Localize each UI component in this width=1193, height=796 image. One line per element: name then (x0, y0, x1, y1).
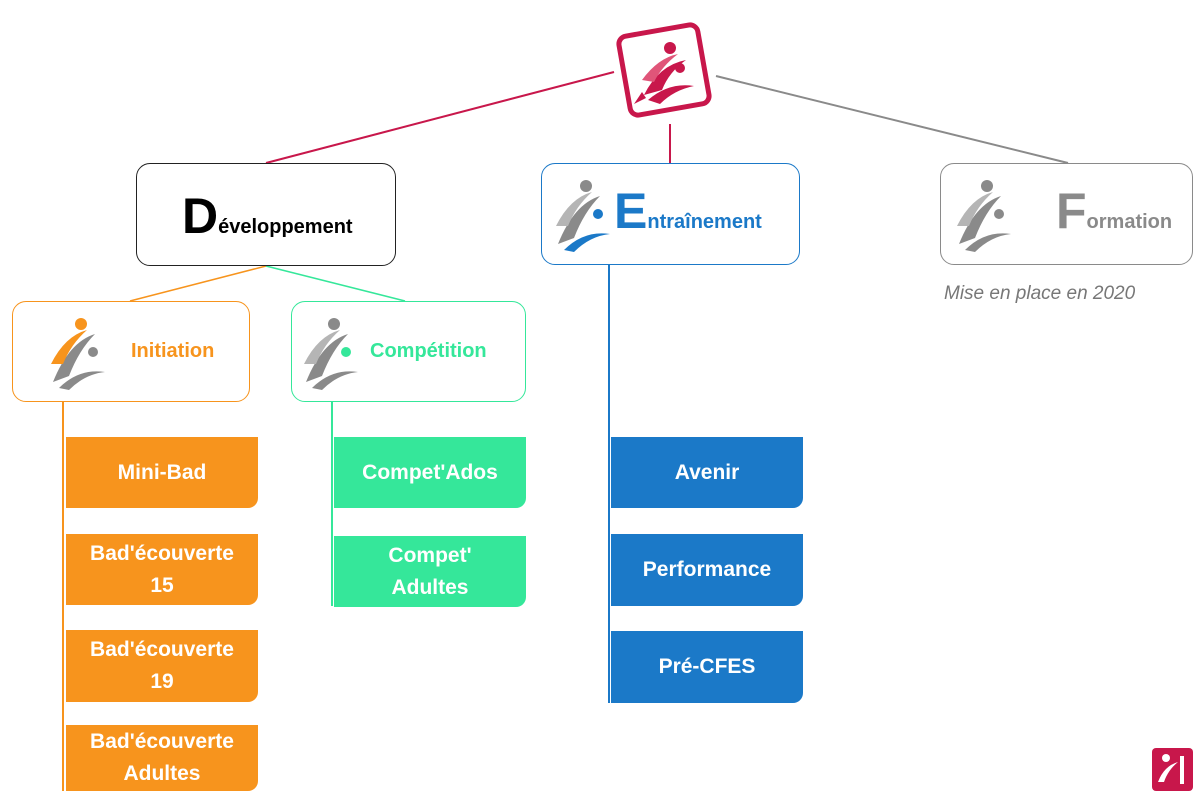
list-item: Compet' Adultes (334, 536, 526, 607)
initiation-title: Initiation (131, 340, 215, 362)
formation-note: Mise en place en 2020 (944, 283, 1136, 304)
list-item: Bad'écouverte 19 (66, 630, 258, 702)
node-competition: Compétition (291, 301, 526, 402)
list-item: Pré-CFES (611, 631, 803, 703)
player-icon (45, 314, 107, 395)
competition-title: Compétition (370, 340, 487, 362)
connector-developpement-initiation (129, 265, 267, 302)
title-rest: ormation (1086, 211, 1173, 233)
player-icon (550, 176, 612, 257)
list-item: Bad'écouverte 15 (66, 534, 258, 605)
connector-root-developpement (265, 71, 615, 164)
list-item: Compet'Ados (334, 437, 526, 508)
list-item: Performance (611, 534, 803, 606)
node-entrainement: Entraînement (541, 163, 800, 265)
item-line: 19 (150, 670, 174, 693)
formation-title: Formation (1056, 186, 1172, 236)
item-line: Compet' (388, 543, 472, 567)
item-line: Bad'écouverte (90, 638, 234, 661)
item-line: Performance (642, 558, 772, 581)
title-rest: éveloppement (218, 216, 353, 238)
item-line: Bad'écouverte (90, 730, 234, 753)
title-initial: D (182, 188, 219, 244)
item-line: Bad'écouverte (90, 541, 234, 565)
node-initiation: Initiation (12, 301, 250, 402)
item-line: Adultes (123, 762, 201, 785)
node-formation: Formation (940, 163, 1193, 265)
item-line: Avenir (674, 460, 740, 484)
item-line: 15 (150, 573, 174, 597)
entrainement-title: Entraînement (614, 186, 762, 236)
title-initial: E (614, 183, 648, 239)
list-item: Mini-Bad (66, 437, 258, 508)
list-item: Bad'écouverte Adultes (66, 725, 258, 791)
item-line: Adultes (391, 575, 469, 599)
badminton-player-logo-icon (616, 22, 712, 118)
item-line: Mini-Bad (117, 460, 207, 484)
list-item: Avenir (611, 437, 803, 508)
item-line: Compet'Ados (362, 460, 498, 484)
title-initial: F (1056, 183, 1087, 239)
root-logo (614, 20, 714, 120)
connector-root-formation (715, 75, 1069, 164)
player-icon (951, 176, 1013, 257)
developpement-title: Développement (182, 191, 353, 241)
title-rest: ntraînement (647, 211, 762, 233)
node-developpement: Développement (136, 163, 396, 266)
player-icon (298, 314, 360, 395)
connector-developpement-competition (265, 265, 406, 302)
ffbad-logo-icon (1150, 746, 1193, 791)
item-line: Pré-CFES (658, 655, 756, 678)
